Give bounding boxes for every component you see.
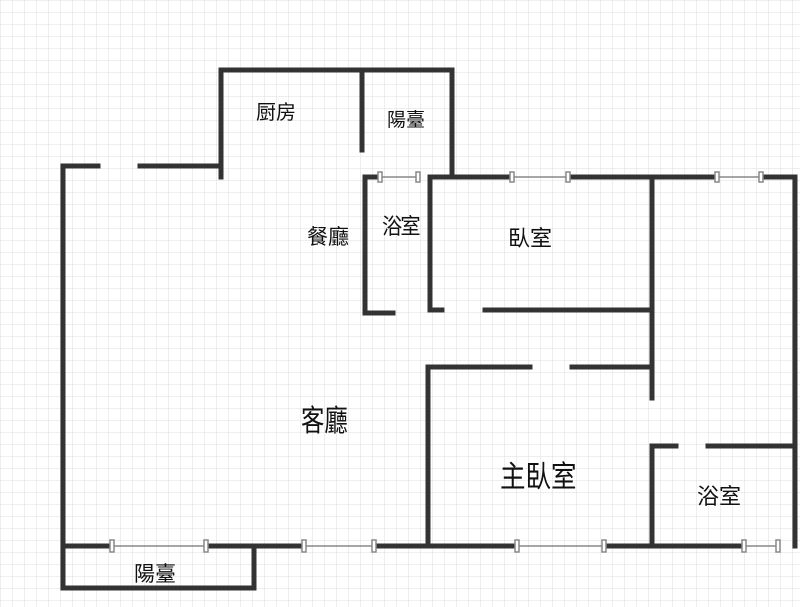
- room-label-bath-main: 浴室: [697, 485, 742, 510]
- room-label-balcony-bottom: 陽臺: [134, 562, 176, 586]
- window-bottom-1: [109, 539, 209, 553]
- room-label-balcony-top: 陽臺: [387, 109, 426, 131]
- windows: [109, 171, 781, 553]
- room-label-dining: 餐廳: [307, 225, 349, 249]
- room-label-master-bedroom: 主臥室: [500, 460, 577, 495]
- window-right-top: [714, 171, 764, 183]
- window-bedroom-top: [509, 171, 571, 183]
- window-bottom-4: [741, 539, 781, 553]
- window-bottom-3: [514, 539, 607, 553]
- room-label-kitchen: 厨房: [256, 100, 296, 124]
- room-label-living: 客廳: [301, 404, 348, 439]
- room-label-bedroom: 臥室: [508, 227, 553, 252]
- window-bottom-2: [301, 539, 377, 553]
- walls: [60, 67, 798, 591]
- room-label-bath-small: 浴室: [382, 215, 421, 240]
- window-bath-top: [377, 171, 421, 183]
